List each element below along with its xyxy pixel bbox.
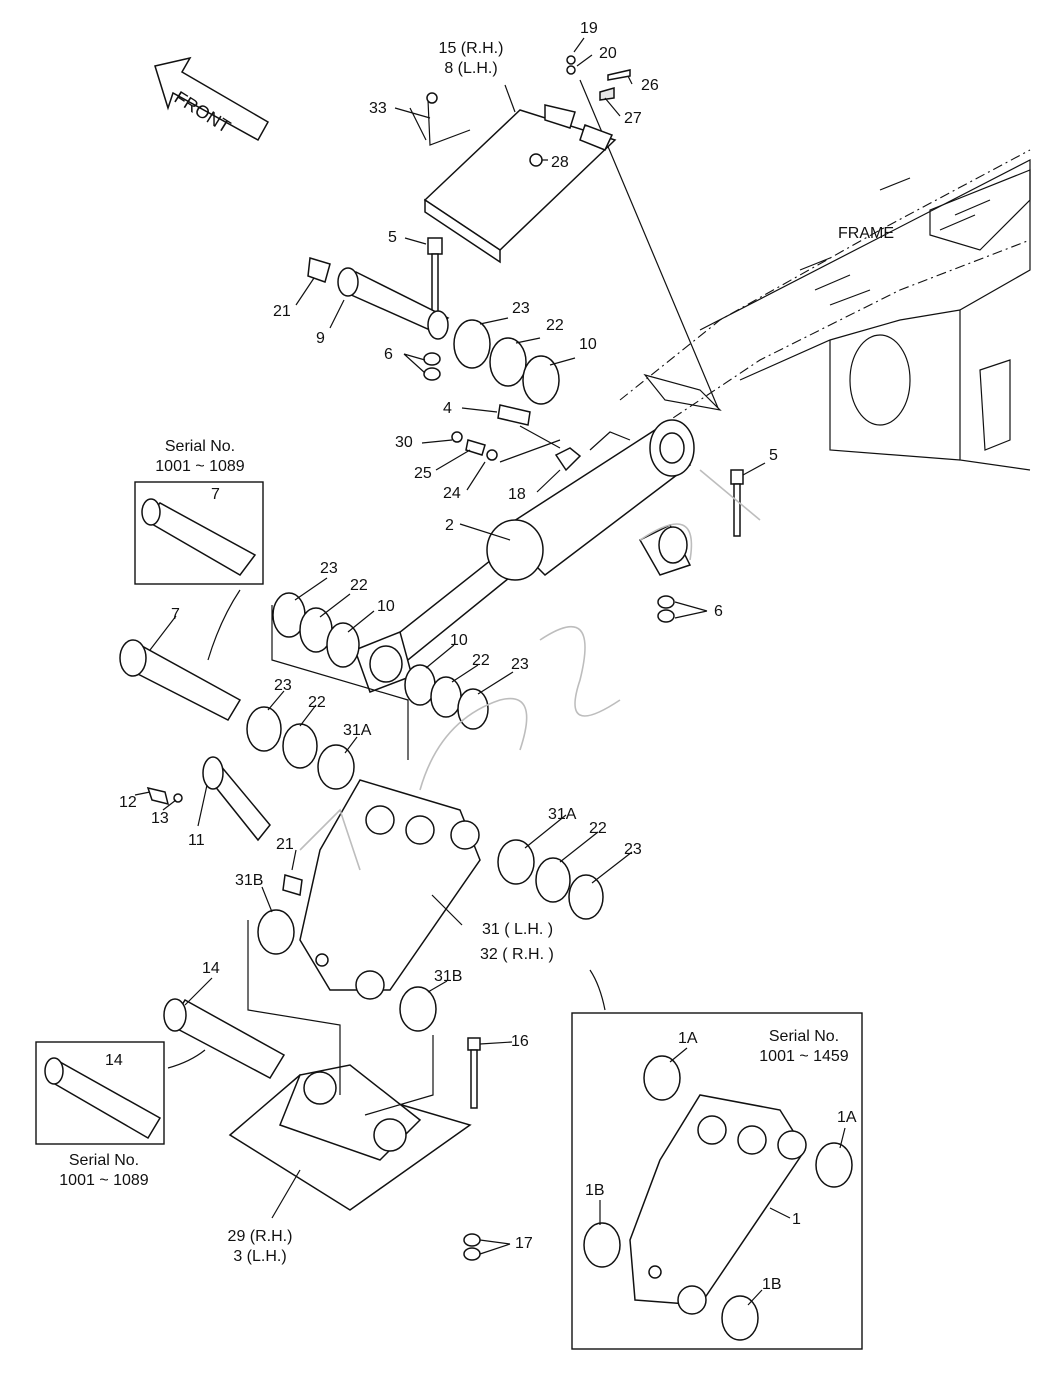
label-31a-right: 31A — [548, 806, 577, 823]
label-6-right: 6 — [714, 603, 723, 620]
label-1b-bottom: 1B — [762, 1276, 782, 1293]
label-23-mid: 23 — [320, 560, 338, 577]
label-1b-left: 1B — [585, 1182, 605, 1199]
label-22-mid: 22 — [350, 577, 368, 594]
label-14-box: 14 — [105, 1052, 123, 1069]
label-8-lh: 8 (L.H.) — [444, 60, 498, 77]
label-10-low: 10 — [450, 632, 468, 649]
label-26: 26 — [641, 77, 659, 94]
label-30: 30 — [395, 434, 413, 451]
serial-7-range: 1001 ~ 1089 — [155, 458, 245, 475]
label-14: 14 — [202, 960, 220, 977]
label-22-low: 22 — [472, 652, 490, 669]
fittings — [451, 404, 582, 472]
label-22-top: 22 — [546, 317, 564, 334]
label-11: 11 — [188, 832, 205, 849]
chain — [426, 92, 471, 146]
pin-assembly-upper — [307, 237, 560, 405]
label-15-rh: 15 (R.H.) — [438, 40, 504, 57]
label-23-low: 23 — [511, 656, 529, 673]
label-23-right: 23 — [624, 841, 642, 858]
label-10-top: 10 — [579, 336, 597, 353]
bracket-assembly — [35, 920, 481, 1261]
hydraulic-cylinder — [354, 419, 695, 693]
label-27: 27 — [624, 110, 642, 127]
serial-7-title: Serial No. — [164, 438, 236, 455]
washers-lower — [271, 592, 489, 760]
pin-7 — [119, 481, 318, 769]
frame-outline — [579, 79, 1031, 471]
link-inset — [571, 969, 863, 1350]
label-23-top: 23 — [512, 300, 530, 317]
label-6-top: 6 — [384, 346, 393, 363]
label-32-rh: 32 ( R.H. ) — [480, 946, 554, 963]
label-17: 17 — [515, 1235, 533, 1252]
serial-14-range: 1001 ~ 1089 — [59, 1172, 149, 1189]
watermark — [299, 469, 761, 871]
label-24: 24 — [443, 485, 461, 502]
label-29-rh: 29 (R.H.) — [227, 1228, 293, 1245]
label-22-right: 22 — [589, 820, 607, 837]
label-31b-right: 31B — [434, 968, 463, 985]
label-20: 20 — [599, 45, 617, 62]
front-arrow — [154, 56, 270, 142]
leader-lines — [134, 37, 846, 1306]
label-5-right: 5 — [769, 447, 778, 464]
label-31a-left: 31A — [343, 722, 372, 739]
label-21-mid: 21 — [276, 836, 294, 853]
label-9: 9 — [316, 330, 325, 347]
label-13: 13 — [151, 810, 169, 827]
label-7-box: 7 — [211, 486, 220, 503]
label-22-left: 22 — [308, 694, 326, 711]
label-31-lh: 31 ( L.H. ) — [482, 921, 554, 938]
frame-label: FRAME — [838, 225, 894, 242]
label-28: 28 — [551, 154, 569, 171]
label-18: 18 — [508, 486, 526, 503]
label-23-left: 23 — [274, 677, 292, 694]
label-1: 1 — [792, 1211, 801, 1228]
serial-1-range: 1001 ~ 1459 — [759, 1048, 849, 1065]
label-5-top: 5 — [388, 229, 397, 246]
serial-14-title: Serial No. — [68, 1152, 140, 1169]
label-2: 2 — [445, 517, 454, 534]
label-12: 12 — [119, 794, 137, 811]
label-3-lh: 3 (L.H.) — [233, 1248, 287, 1265]
serial-1-title: Serial No. — [768, 1028, 840, 1045]
label-25: 25 — [414, 465, 432, 482]
link-assembly — [257, 744, 604, 1032]
label-31b-left: 31B — [235, 872, 264, 889]
label-10-mid: 10 — [377, 598, 395, 615]
label-4: 4 — [443, 400, 452, 417]
label-21-top: 21 — [273, 303, 291, 320]
label-7: 7 — [171, 606, 180, 623]
label-1a-right: 1A — [837, 1109, 857, 1126]
pin-11 — [146, 756, 271, 842]
label-1a-top: 1A — [678, 1030, 698, 1047]
label-16: 16 — [511, 1033, 529, 1050]
label-19: 19 — [580, 20, 598, 37]
pin-assembly-right — [638, 469, 744, 623]
label-33: 33 — [369, 100, 387, 117]
step-cover-plate — [423, 55, 631, 264]
